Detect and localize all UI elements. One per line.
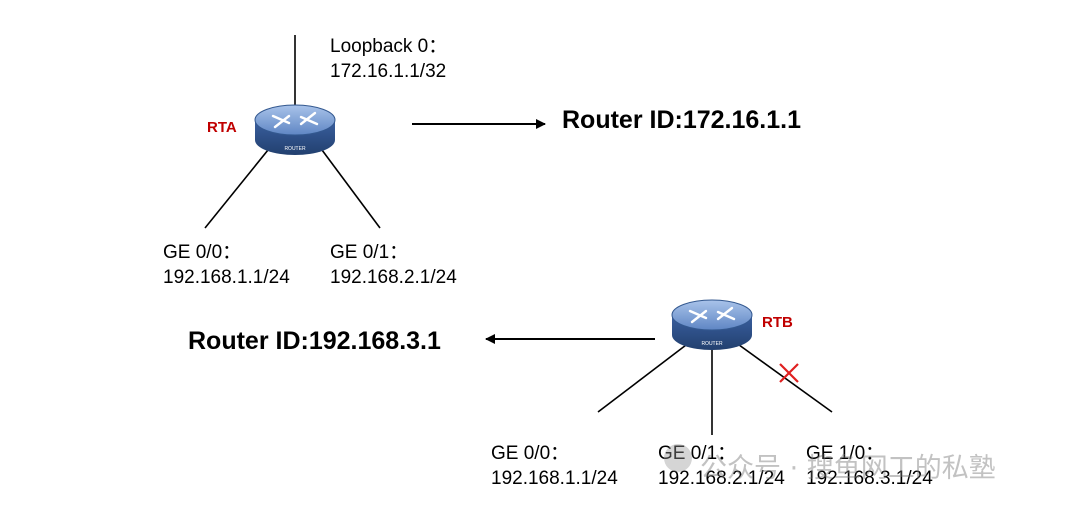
rtb-ge00-address: 192.168.1.1/24: [491, 468, 618, 489]
rta-ge00-name: GE 0/0：: [163, 242, 242, 263]
rtb-ge00-label: GE 0/0： 192.168.1.1/24: [491, 441, 618, 491]
rta-ge00-label: GE 0/0： 192.168.1.1/24: [163, 240, 290, 290]
rtb-ge01-name: GE 0/1：: [658, 443, 737, 464]
rtb-ge00-name: GE 0/0：: [491, 443, 570, 464]
rta-ge01-name: GE 0/1：: [330, 242, 409, 263]
rta-ge00-link: [204, 149, 269, 229]
rta-loopback-address: 172.16.1.1/32: [330, 61, 447, 82]
rta-loopback-label: Loopback 0： 172.16.1.1/32: [330, 34, 447, 84]
rtb-ge00-link: [597, 341, 691, 413]
rtb-ge10-label: GE 1/0： 192.168.3.1/24: [806, 441, 933, 491]
watermark-text: 公众号 · 搜鱼网工的私塾: [700, 453, 996, 484]
link-down-mark: [779, 363, 799, 383]
rtb-router-icon-label: ROUTER: [701, 341, 723, 347]
rta-ge01-label: GE 0/1： 192.168.2.1/24: [330, 240, 457, 290]
rtb-name: RTB: [762, 314, 793, 331]
rta-loopback-name: Loopback 0：: [330, 36, 448, 57]
wechat-icon: [664, 444, 692, 472]
rta-ge01-link: [321, 149, 381, 229]
rtb-router-icon: ROUTER: [671, 299, 753, 350]
rta-ge01-address: 192.168.2.1/24: [330, 267, 457, 288]
rta-name: RTA: [207, 119, 237, 136]
rtb-router-id: Router ID:192.168.3.1: [188, 327, 441, 355]
rtb-ge10-name: GE 1/0：: [806, 443, 885, 464]
rtb-ge01-address: 192.168.2.1/24: [658, 468, 785, 489]
rta-router-icon: ROUTER: [254, 104, 336, 155]
rta-router-icon-label: ROUTER: [284, 146, 306, 152]
rtb-ge01-label: GE 0/1： 192.168.2.1/24: [658, 441, 785, 491]
rta-router-id: Router ID:172.16.1.1: [562, 106, 801, 134]
rta-ge00-address: 192.168.1.1/24: [163, 267, 290, 288]
rtb-ge10-address: 192.168.3.1/24: [806, 468, 933, 489]
